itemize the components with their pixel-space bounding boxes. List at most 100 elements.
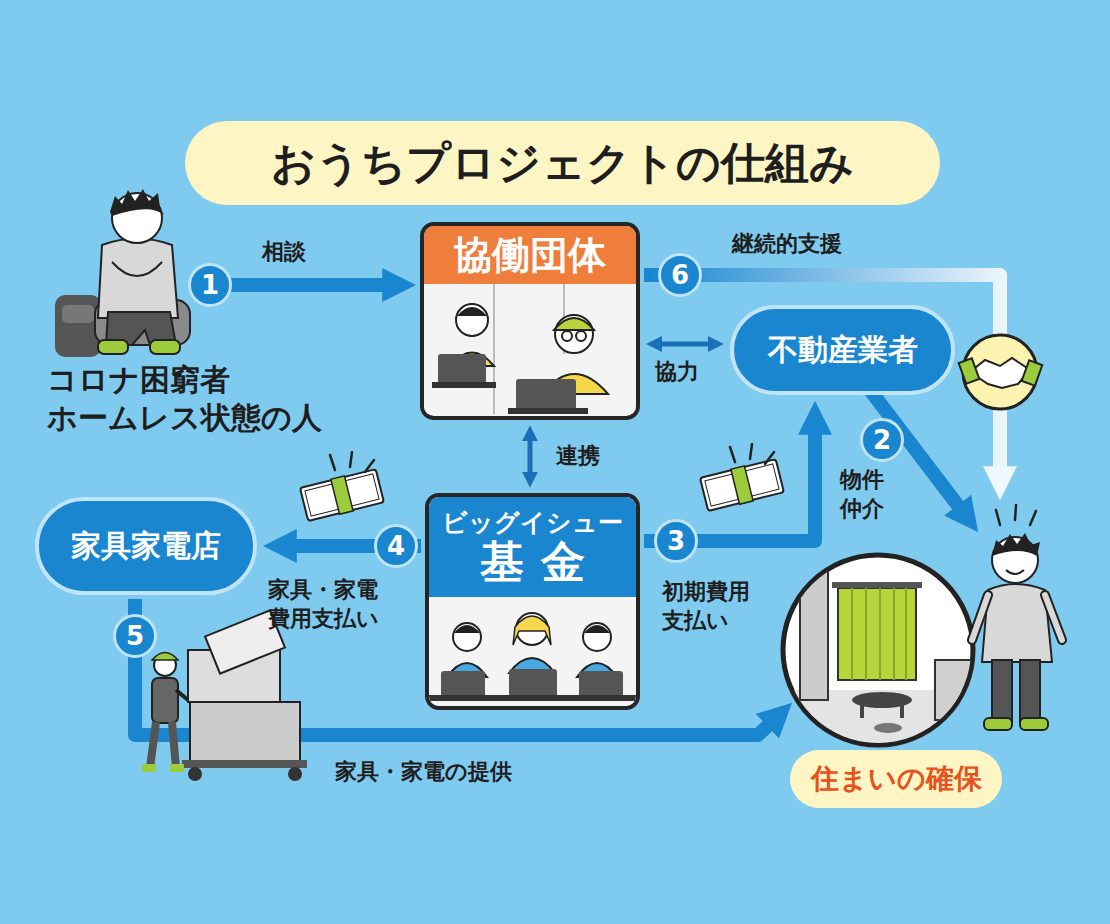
edge-label: 家具・家電の提供 bbox=[335, 758, 512, 787]
seated-person bbox=[98, 239, 178, 319]
box-header: ビッグイシュー基金 bbox=[429, 497, 636, 597]
seated-person bbox=[62, 305, 94, 323]
box-body bbox=[429, 597, 636, 706]
staff-illustration bbox=[555, 315, 593, 353]
staff-illustration bbox=[516, 379, 576, 411]
handshake-icon bbox=[1022, 360, 1043, 385]
standing-person bbox=[992, 533, 1040, 556]
new-home-room bbox=[852, 588, 906, 680]
node-text: ビッグイシュー bbox=[442, 508, 623, 538]
partner-org-box: 協働団体 bbox=[420, 222, 640, 420]
standing-person bbox=[972, 595, 1062, 640]
edge-label: 初期費用 支払い bbox=[662, 578, 774, 635]
staff-illustration bbox=[453, 623, 481, 651]
node-text: 不動産業者 bbox=[768, 330, 918, 371]
staff-illustration bbox=[424, 284, 636, 414]
staff-illustration bbox=[508, 408, 588, 414]
new-home-room bbox=[800, 570, 828, 700]
new-home-room bbox=[874, 723, 902, 733]
staff-illustration bbox=[513, 616, 551, 645]
flow-arrow bbox=[528, 438, 533, 475]
node-text: 住まいの確保 bbox=[790, 750, 1002, 808]
seated-person bbox=[112, 262, 162, 276]
new-home-room bbox=[780, 555, 980, 760]
staff-illustration bbox=[441, 671, 485, 697]
staff-illustration bbox=[576, 331, 586, 341]
money-bundle bbox=[300, 469, 384, 521]
mover-with-cart bbox=[190, 702, 300, 762]
box-header: 協働団体 bbox=[424, 226, 636, 284]
new-home-room bbox=[862, 702, 902, 718]
edge-label: 連携 bbox=[556, 442, 600, 471]
money-bundle bbox=[331, 476, 353, 514]
staff-illustration bbox=[429, 597, 636, 706]
standing-person bbox=[972, 505, 1062, 730]
staff-illustration bbox=[453, 613, 611, 651]
handshake-icon bbox=[959, 335, 1043, 409]
staff-illustration bbox=[454, 625, 480, 633]
mover-with-cart bbox=[150, 722, 176, 768]
staff-illustration bbox=[432, 382, 496, 388]
edge-label: 相談 bbox=[262, 238, 306, 267]
flow-arrow bbox=[659, 342, 711, 347]
edge-label: 協力 bbox=[655, 358, 699, 387]
mover-with-cart bbox=[152, 678, 178, 723]
money-bundle bbox=[305, 474, 379, 516]
staff-illustration bbox=[583, 623, 611, 651]
furniture-store-pill: 家具家電店 bbox=[35, 497, 257, 595]
title-text: おうちプロジェクトの仕組み bbox=[271, 134, 854, 193]
node-text: コロナ困窮者 ホームレス状態の人 bbox=[47, 361, 357, 436]
mover-with-cart bbox=[182, 760, 307, 768]
callout-number: 4 bbox=[374, 524, 418, 568]
box-body bbox=[424, 284, 636, 416]
money-bundle bbox=[300, 468, 384, 522]
seated-person bbox=[150, 340, 180, 354]
housing-goal: 住まいの確保 bbox=[785, 540, 1015, 810]
staff-illustration bbox=[424, 284, 636, 414]
node-text: 基金 bbox=[480, 538, 603, 586]
money-bundle bbox=[700, 458, 784, 512]
person-group: コロナ困窮者 ホームレス状態の人 bbox=[45, 190, 375, 440]
staff-illustration bbox=[457, 307, 487, 316]
seated-person bbox=[98, 340, 128, 354]
flow-arrow bbox=[210, 278, 389, 292]
edge-label: 物件 仲介 bbox=[840, 466, 904, 523]
node-text: 家具家電店 bbox=[71, 526, 221, 567]
standing-person bbox=[984, 718, 1012, 730]
mover-with-cart bbox=[188, 767, 202, 781]
staff-illustration bbox=[429, 597, 636, 706]
staff-illustration bbox=[456, 304, 488, 336]
standing-person bbox=[1020, 718, 1048, 730]
standing-person bbox=[972, 595, 1062, 640]
handshake-icon bbox=[970, 358, 1030, 388]
mover-with-cart bbox=[288, 767, 302, 781]
new-home-room bbox=[935, 660, 980, 720]
edge-label: 家具・家電 費用支払い bbox=[268, 576, 418, 633]
node-text: 協働団体 bbox=[454, 230, 606, 281]
standing-person bbox=[1020, 660, 1040, 722]
money-bundle bbox=[705, 464, 779, 506]
mover-with-cart bbox=[142, 764, 156, 772]
staff-illustration bbox=[562, 331, 572, 341]
staff-illustration bbox=[579, 671, 623, 697]
handshake-icon bbox=[959, 358, 980, 383]
standing-person bbox=[996, 505, 1036, 525]
mover-with-cart bbox=[176, 690, 188, 700]
new-home-room bbox=[832, 582, 922, 588]
staff-illustration bbox=[584, 625, 610, 633]
staff-illustration bbox=[554, 318, 594, 330]
mover-with-cart bbox=[170, 764, 184, 772]
callout-number: 1 bbox=[188, 263, 232, 307]
staff-illustration bbox=[438, 354, 486, 384]
staff-illustration bbox=[429, 695, 636, 701]
callout-number: 5 bbox=[113, 614, 157, 658]
money-bundle bbox=[731, 466, 753, 504]
standing-person bbox=[1006, 570, 1024, 574]
standing-person bbox=[992, 660, 1012, 722]
staff-illustration bbox=[509, 669, 557, 697]
callout-number: 2 bbox=[860, 418, 904, 462]
callout-number: 6 bbox=[658, 253, 702, 297]
new-home-room bbox=[780, 570, 980, 760]
mover-with-cart bbox=[142, 610, 307, 781]
